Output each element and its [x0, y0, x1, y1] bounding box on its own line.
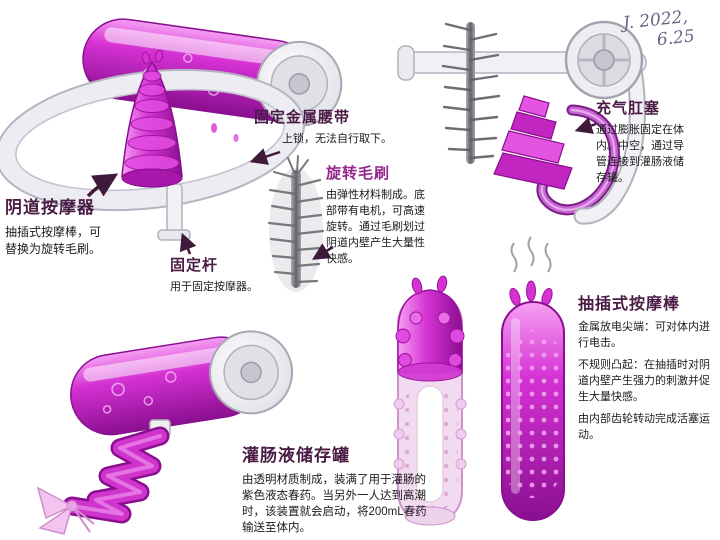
annotation-vaginal-massager-body: 抽插式按摩棒，可替换为旋转毛刷。: [5, 224, 102, 256]
annotation-fixing-rod-body: 用于固定按摩器。: [170, 281, 258, 294]
annotation-vaginal-massager: 阴道按摩器 抽插式按摩棒，可替换为旋转毛刷。: [5, 198, 135, 258]
annotation-arrows: [86, 117, 597, 260]
rotating-brush-drawing: [267, 155, 325, 292]
annotation-thrusting-rod: 抽插式按摩棒 金属放电尖端：可对体内进行电击。 不规则凸起：在抽插时对阴道内壁产…: [578, 296, 716, 444]
enema-tank-drawing: [36, 330, 294, 535]
annotation-fixing-rod-title: 固定杆: [170, 257, 219, 274]
annotation-thrusting-rod-body-2: 不规则凸起：在抽插时对阴道内壁产生强力的刺激并促生大量快感。: [578, 359, 710, 404]
annotation-thrusting-rod-body-3: 由内部齿轮转动完成活塞运动。: [578, 413, 710, 442]
annotation-rotating-brush-title: 旋转毛刷: [326, 165, 391, 182]
artist-signature: J. 2022, 6.25: [622, 6, 696, 54]
annotation-thrusting-rod-body-1: 金属放电尖端：可对体内进行电击。: [578, 321, 710, 350]
annotation-inflatable-plug-title: 充气肛塞: [596, 100, 661, 117]
signature-line-2: 6.25: [656, 26, 696, 51]
annotation-enema-tank: 灌肠液储存罐 由透明材质制成，装满了用于灌肠的紫色液态春药。当另外一人达到高潮时…: [242, 446, 434, 536]
annotation-inflatable-plug: 充气肛塞 通过膨胀固定在体内。中空，通过导管连接到灌肠液储存罐。: [596, 100, 714, 187]
annotation-waistband-body: 上锁，无法自行取下。: [282, 133, 392, 146]
annotation-vaginal-massager-title: 阴道按摩器: [5, 198, 95, 217]
frame-device-drawing: [397, 20, 647, 225]
annotation-rotating-brush: 旋转毛刷 由弹性材料制成。底部带有电机，可高速旋转。通过毛刷划过阴道内壁产生大量…: [326, 165, 438, 268]
annotation-fixing-rod: 固定杆 用于固定按摩器。: [170, 257, 290, 296]
waistband-device-drawing: [0, 18, 343, 241]
translucent-massager-drawing: [393, 275, 467, 526]
studded-massager-drawing: [501, 236, 565, 521]
annotation-rotating-brush-body: 由弹性材料制成。底部带有电机，可高速旋转。通过毛刷划过阴道内壁产生大量性快感。: [326, 189, 425, 265]
annotation-enema-tank-title: 灌肠液储存罐: [242, 446, 350, 465]
annotation-inflatable-plug-body: 通过膨胀固定在体内。中空，通过导管连接到灌肠液储存罐。: [596, 124, 684, 185]
annotation-thrusting-rod-title: 抽插式按摩棒: [578, 296, 681, 313]
annotation-waistband-title: 固定金属腰带: [254, 109, 351, 126]
annotation-waistband: 固定金属腰带 上锁，无法自行取下。: [254, 109, 414, 148]
annotation-enema-tank-body: 由透明材质制成，装满了用于灌肠的紫色液态春药。当另外一人达到高潮时，该装置就会启…: [242, 473, 427, 534]
